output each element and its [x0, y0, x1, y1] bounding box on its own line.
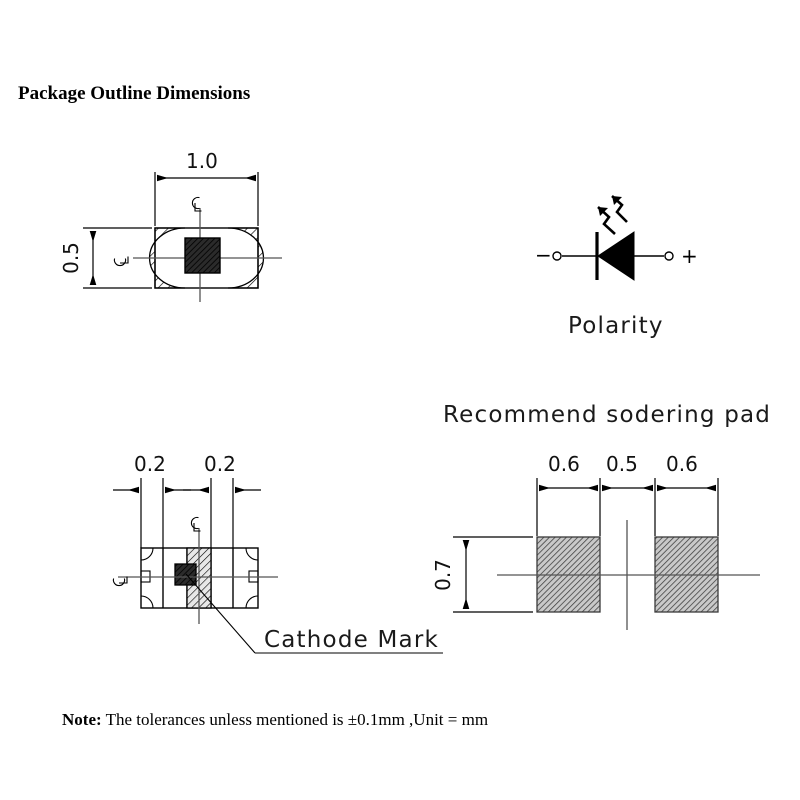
dimension-0-5-middle: 0.5	[602, 452, 653, 492]
polarity-caption: Polarity	[568, 313, 664, 339]
note-row: Note: The tolerances unless mentioned is…	[62, 710, 488, 729]
package-top-view: 1.0 0.5	[59, 149, 282, 302]
positive-terminal-node	[664, 251, 674, 261]
svg-text:Note: The tolerances unless me: Note: The tolerances unless mentioned is…	[62, 710, 488, 729]
dimension-label-0-6-left: 0.6	[548, 452, 580, 476]
dimension-label-0-5-middle: 0.5	[606, 452, 638, 476]
dimension-label-0-5: 0.5	[59, 242, 83, 274]
dimension-label-1-0: 1.0	[186, 149, 218, 173]
left-electrode-hatch	[148, 227, 186, 289]
page-title: Package Outline Dimensions	[18, 83, 250, 104]
soldering-pad-view: 0.6 0.5 0.6 0.7	[431, 452, 760, 630]
cathode-mark-callout: Cathode Mark	[185, 573, 443, 654]
cathode-mark-label: Cathode Mark	[264, 627, 439, 653]
centerline-symbol-left-bottomview	[112, 575, 128, 587]
centerline-symbol-left	[113, 255, 129, 267]
negative-terminal-node	[552, 251, 562, 261]
positive-sign: +	[681, 244, 698, 268]
soldering-pad-caption: Recommend sodering pad	[443, 402, 771, 428]
right-electrode-hatch	[227, 227, 265, 289]
dimension-0-6-right: 0.6	[657, 452, 716, 492]
dimension-0-7: 0.7	[431, 536, 533, 613]
note-label: Note:	[62, 710, 102, 729]
diode-triangle	[597, 231, 635, 281]
dimension-label-0-6-right: 0.6	[666, 452, 698, 476]
dimension-0-2-right: 0.2	[183, 452, 261, 494]
note-text: The tolerances unless mentioned is ±0.1m…	[102, 710, 488, 729]
polarity-symbol: − + Polarity	[535, 195, 698, 339]
dimension-label-0-2-left: 0.2	[134, 452, 166, 476]
dimension-0-2-left: 0.2	[113, 452, 191, 494]
dimension-label-0-7: 0.7	[431, 559, 455, 591]
dimension-label-0-2-right: 0.2	[204, 452, 236, 476]
package-bottom-view: 0.2 0.2	[112, 452, 443, 654]
negative-sign: −	[535, 243, 552, 267]
dimension-0-6-left: 0.6	[539, 452, 598, 492]
dimension-0-5: 0.5	[59, 227, 152, 289]
die-center-mark	[184, 237, 221, 274]
dimension-1-0: 1.0	[154, 149, 259, 226]
light-emission-arrows	[597, 195, 628, 235]
